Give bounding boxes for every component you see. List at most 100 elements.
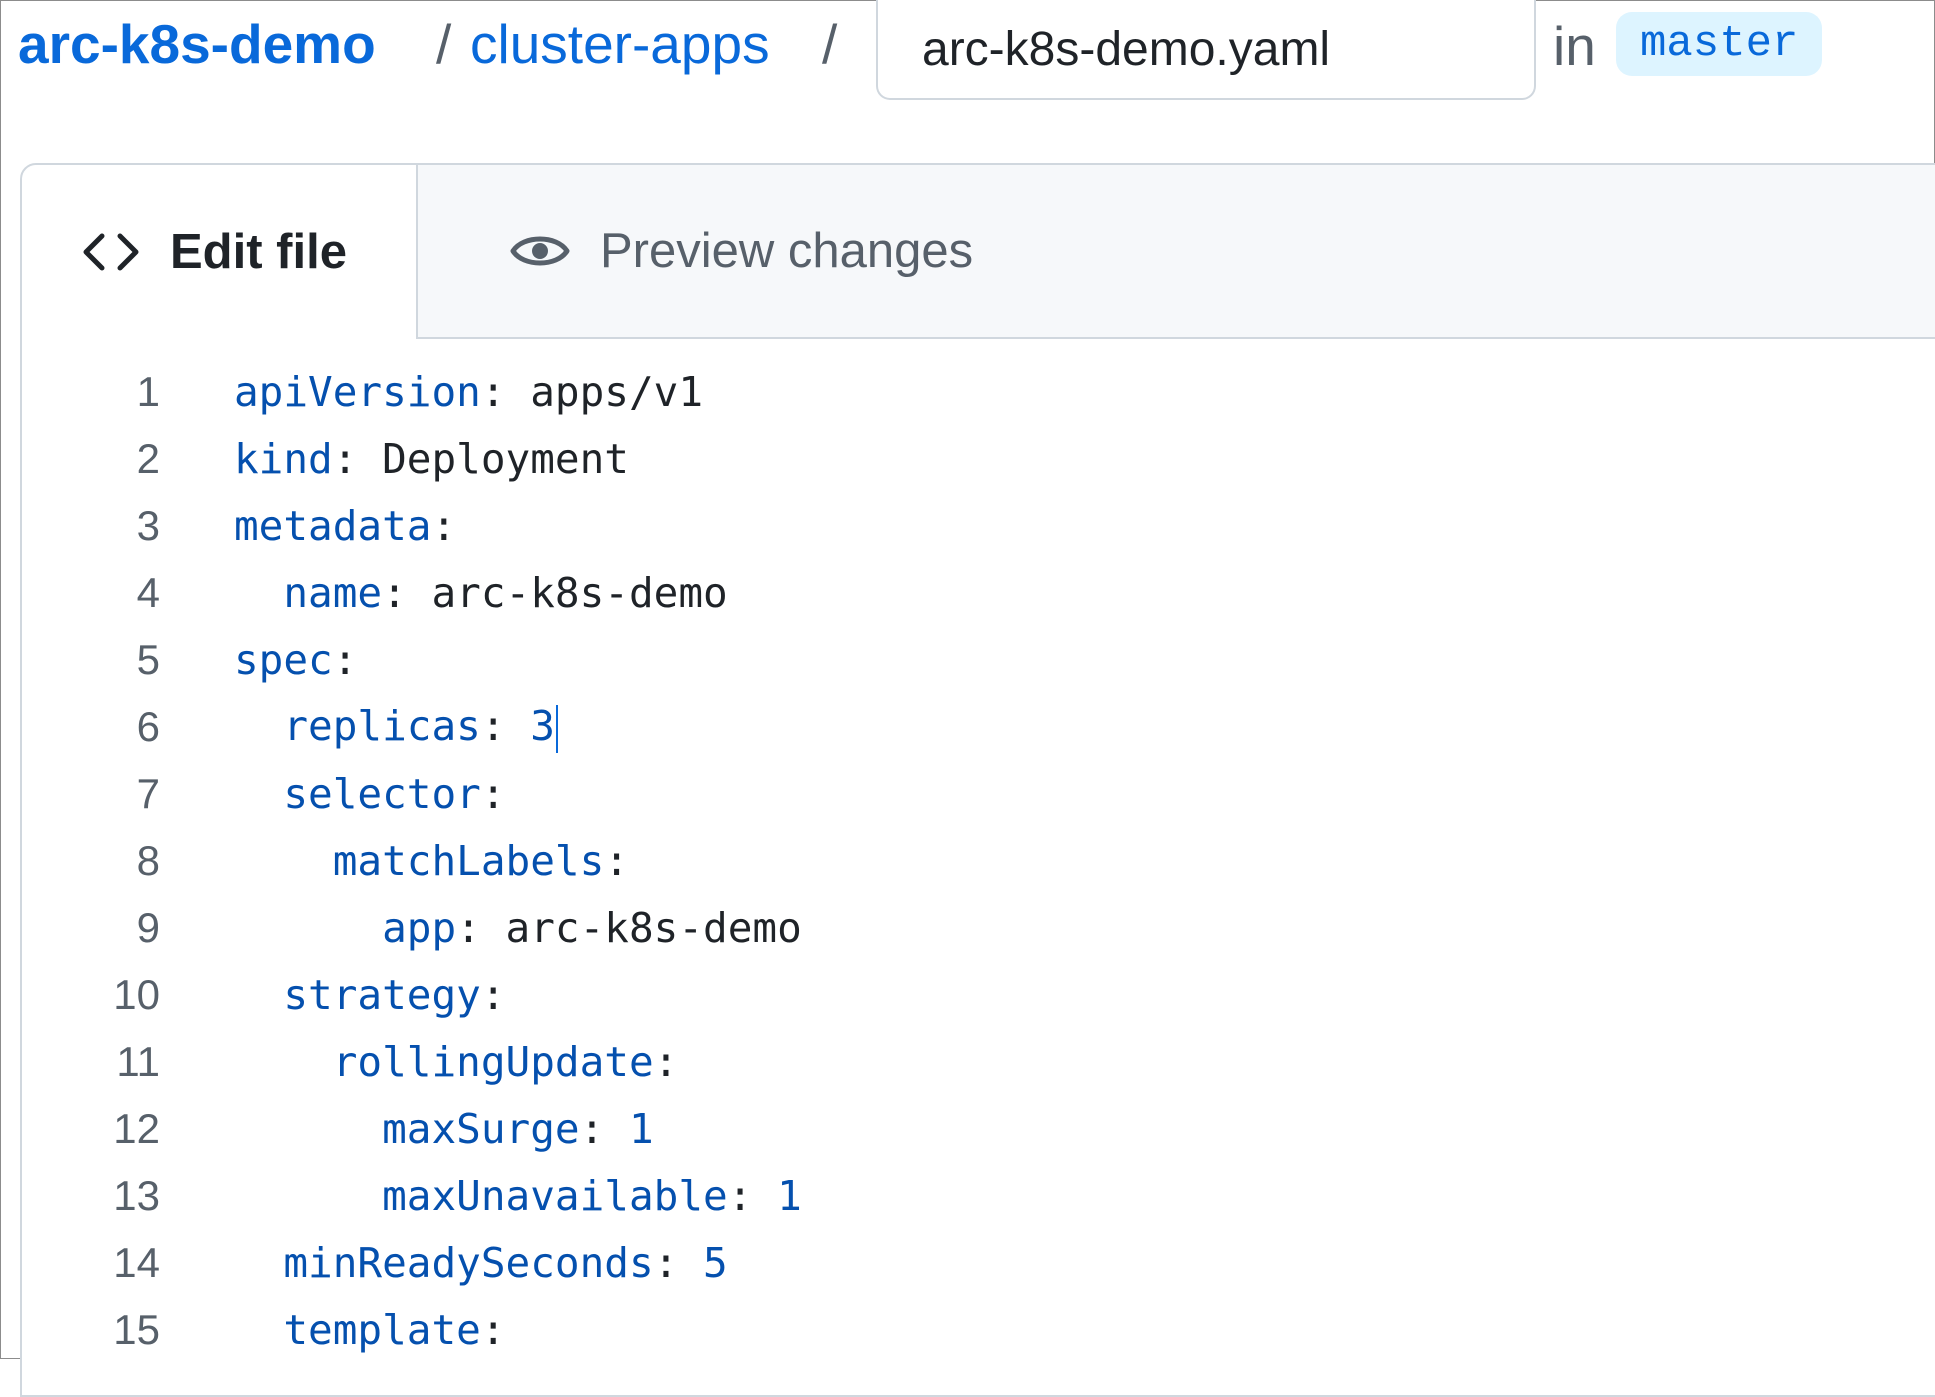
line-number: 12 <box>113 1105 160 1152</box>
yaml-key: template <box>283 1306 481 1354</box>
breadcrumb-repo-link[interactable]: arc-k8s-demo <box>18 13 376 75</box>
yaml-value: 5 <box>703 1239 728 1287</box>
code-indent <box>234 569 283 617</box>
file-editor: Edit file Preview changes 1 apiVersion: a… <box>20 163 1935 1397</box>
yaml-separator: : <box>480 701 531 750</box>
line-number: 1 <box>136 368 160 415</box>
code-line[interactable]: 12 maxSurge: 1 <box>22 1096 653 1162</box>
code-line[interactable]: 5 spec: <box>22 627 358 693</box>
yaml-separator: : <box>579 1105 629 1153</box>
yaml-key: selector <box>283 770 481 818</box>
yaml-separator: : <box>431 502 457 550</box>
code-icon <box>82 231 140 273</box>
code-text: rollingUpdate: <box>234 1038 679 1086</box>
breadcrumb-separator: / <box>822 13 838 75</box>
code-text: matchLabels: <box>234 837 629 885</box>
yaml-key: strategy <box>283 971 481 1019</box>
tab-preview-changes[interactable]: Preview changes <box>418 165 973 337</box>
code-indent <box>234 1038 333 1086</box>
code-indent <box>234 1239 283 1287</box>
line-number: 5 <box>136 636 160 683</box>
code-indent <box>234 702 283 750</box>
code-indent <box>234 904 382 952</box>
code-line[interactable]: 6 replicas: 3 <box>22 694 558 760</box>
code-text: template: <box>234 1306 506 1354</box>
code-text: maxUnavailable: 1 <box>234 1172 802 1220</box>
editor-tabbar: Edit file Preview changes <box>22 165 1935 339</box>
yaml-separator: : <box>382 569 432 617</box>
yaml-key: maxSurge <box>382 1105 580 1153</box>
line-number: 6 <box>136 703 160 750</box>
yaml-key: apiVersion <box>234 368 481 416</box>
yaml-value: 3 <box>530 701 555 750</box>
code-text: apiVersion: apps/v1 <box>234 368 703 416</box>
code-text: metadata: <box>234 502 456 550</box>
code-indent <box>234 1172 382 1220</box>
filename-input[interactable] <box>876 0 1536 100</box>
code-line[interactable]: 9 app: arc-k8s-demo <box>22 895 802 961</box>
yaml-key: maxUnavailable <box>382 1172 728 1220</box>
code-line[interactable]: 2 kind: Deployment <box>22 426 629 492</box>
yaml-value: arc-k8s-demo <box>505 904 802 952</box>
code-line[interactable]: 4 name: arc-k8s-demo <box>22 560 728 626</box>
code-indent <box>234 837 333 885</box>
yaml-value: Deployment <box>382 435 629 483</box>
yaml-separator: : <box>653 1038 679 1086</box>
code-line[interactable]: 3 metadata: <box>22 493 457 559</box>
yaml-value: 1 <box>628 1105 654 1153</box>
code-indent <box>234 1105 382 1153</box>
yaml-key: spec <box>234 636 333 684</box>
code-line[interactable]: 14 minReadySeconds: 5 <box>22 1230 727 1296</box>
code-text: kind: Deployment <box>234 435 629 483</box>
tab-edit-file[interactable]: Edit file <box>22 165 418 339</box>
code-text: app: arc-k8s-demo <box>234 904 802 952</box>
in-label: in <box>1553 15 1596 77</box>
code-editor[interactable]: 1 apiVersion: apps/v1 2 kind: Deployment 3 me… <box>22 337 1935 1395</box>
yaml-key: replicas <box>283 701 481 750</box>
yaml-separator: : <box>604 837 629 885</box>
yaml-separator: : <box>727 1172 778 1220</box>
yaml-separator: : <box>332 435 383 483</box>
yaml-key: name <box>283 569 383 617</box>
code-text: strategy: <box>234 971 506 1019</box>
code-line[interactable]: 10 strategy: <box>22 962 505 1028</box>
yaml-separator: : <box>480 368 531 416</box>
breadcrumb-directory-link[interactable]: cluster-apps <box>470 13 770 75</box>
code-line[interactable]: 13 maxUnavailable: 1 <box>22 1163 801 1229</box>
yaml-separator: : <box>480 971 506 1019</box>
code-text: name: arc-k8s-demo <box>234 569 728 617</box>
yaml-separator: : <box>480 1306 506 1354</box>
yaml-value: apps/v1 <box>530 368 704 416</box>
line-number: 11 <box>116 1038 160 1085</box>
yaml-key: metadata <box>234 502 432 550</box>
text-cursor <box>555 704 558 753</box>
code-line[interactable]: 1 apiVersion: apps/v1 <box>22 359 703 425</box>
code-line[interactable]: 11 rollingUpdate: <box>22 1029 678 1095</box>
yaml-value: arc-k8s-demo <box>431 569 728 617</box>
yaml-key: rollingUpdate <box>332 1038 654 1086</box>
yaml-key: matchLabels <box>332 837 605 885</box>
code-indent <box>234 770 283 818</box>
yaml-key: app <box>382 904 457 952</box>
branch-badge: master <box>1616 12 1823 76</box>
yaml-key: minReadySeconds <box>283 1239 654 1287</box>
line-number: 10 <box>113 971 160 1018</box>
line-number: 8 <box>136 837 160 884</box>
code-line[interactable]: 7 selector: <box>22 761 506 827</box>
code-line[interactable]: 15 template: <box>22 1297 505 1363</box>
line-number: 9 <box>136 904 160 951</box>
code-indent <box>234 1306 283 1354</box>
line-number: 3 <box>136 502 160 549</box>
code-text: spec: <box>234 636 357 684</box>
code-text: maxSurge: 1 <box>234 1105 654 1153</box>
line-number: 2 <box>136 435 160 482</box>
tab-preview-changes-label: Preview changes <box>600 224 974 278</box>
yaml-separator: : <box>456 904 506 952</box>
line-number: 13 <box>113 1172 160 1219</box>
code-line[interactable]: 8 matchLabels: <box>22 828 629 894</box>
code-indent <box>234 971 283 1019</box>
yaml-key: kind <box>234 435 333 483</box>
code-text: replicas: 3 <box>234 702 558 753</box>
line-number: 4 <box>136 569 160 616</box>
breadcrumb-separator: / <box>436 13 452 75</box>
